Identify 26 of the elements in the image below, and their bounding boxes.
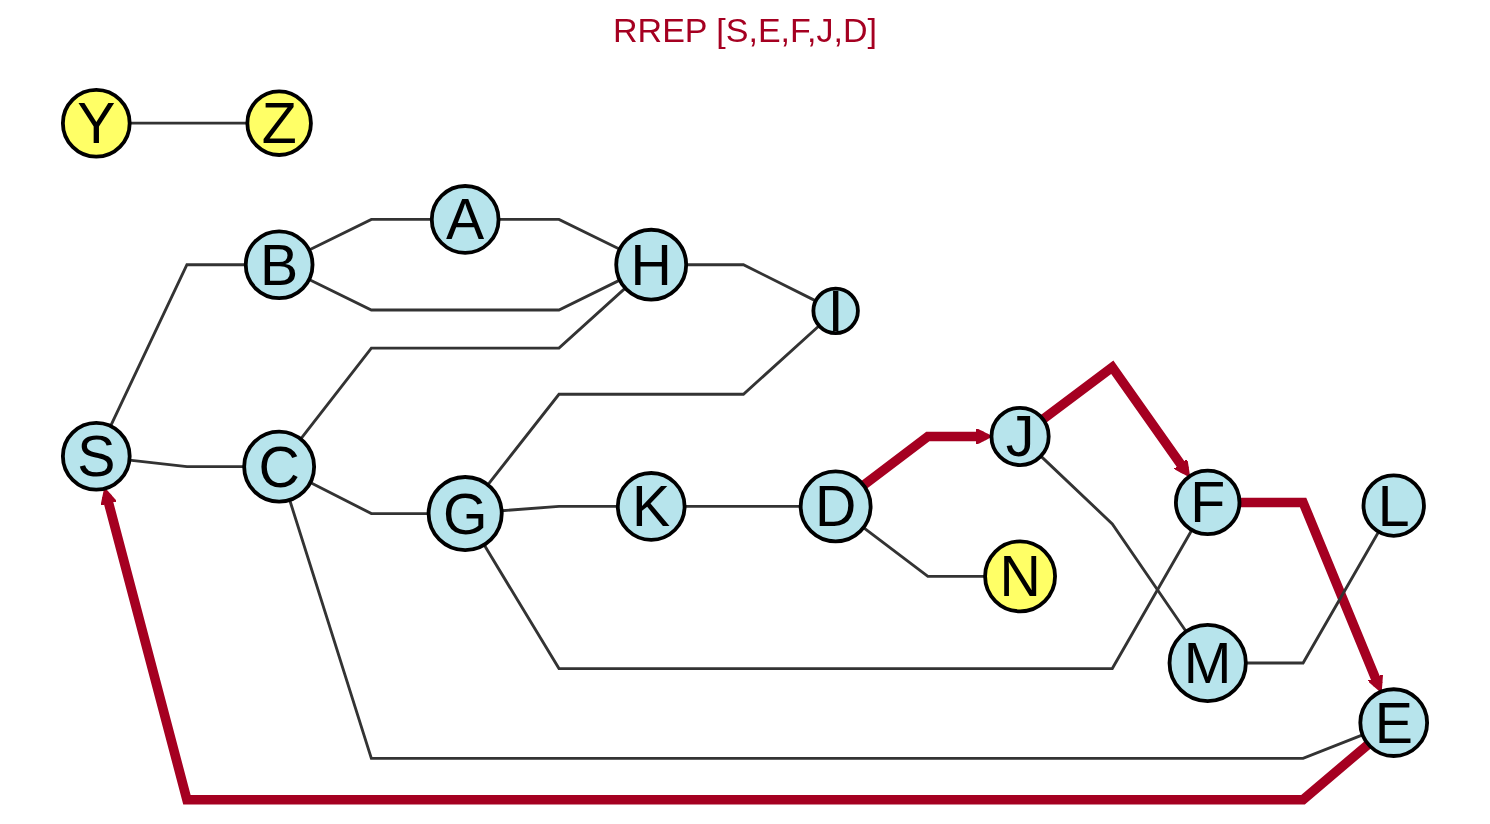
node-circle: K — [615, 471, 687, 542]
node-circle: A — [429, 184, 501, 255]
node-circle: S — [60, 421, 132, 492]
connector — [486, 324, 821, 486]
node-circle: D — [798, 469, 873, 544]
node-circle: N — [983, 539, 1057, 614]
connector — [482, 529, 1194, 670]
arrow — [1040, 360, 1191, 478]
arrow — [100, 487, 1372, 805]
node-circle: B — [243, 229, 315, 300]
connector — [308, 278, 621, 312]
connector — [1039, 455, 1188, 633]
node-circle: L — [1361, 473, 1426, 538]
node-circle: Y — [60, 87, 132, 159]
node-circle: C — [242, 429, 317, 504]
node-circle: I — [811, 286, 860, 335]
node-circle: H — [614, 227, 689, 302]
node-circle: G — [426, 475, 504, 553]
node-circle: Z — [245, 89, 313, 157]
node-circle: F — [1174, 468, 1242, 537]
connector — [299, 287, 627, 440]
connector — [686, 263, 817, 303]
node-circle: E — [1358, 687, 1430, 758]
node-circle: M — [1167, 622, 1248, 704]
node-circle: J — [989, 405, 1051, 467]
route-label: RREP [S,E,F,J,D] — [613, 10, 877, 50]
